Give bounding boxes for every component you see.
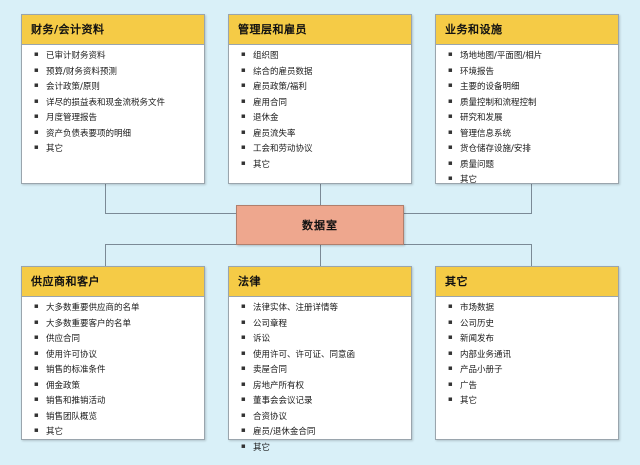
list-item: 详尽的损益表和现金流税务文件 xyxy=(32,98,198,108)
card-body: 已审计财务资料 预算/财务资料预测 会计政策/原则 详尽的损益表和现金流税务文件… xyxy=(22,45,204,167)
list-item: 综合的雇员数据 xyxy=(239,67,405,77)
card-title: 其它 xyxy=(445,275,468,288)
list-item: 组织图 xyxy=(239,51,405,61)
card-header: 其它 xyxy=(436,267,618,297)
list-item: 雇员/退休金合同 xyxy=(239,427,405,437)
card-body: 市场数据 公司历史 新闻发布 内部业务通讯 产品小册子 广告 其它 xyxy=(436,297,618,419)
card-title: 业务和设施 xyxy=(445,23,503,36)
category-card-legal[interactable]: 法律 法律实体、注册详情等 公司章程 诉讼 使用许可、许可证、同意函 卖屋合同 … xyxy=(228,266,412,452)
list-item: 房地产所有权 xyxy=(239,381,405,391)
list-item: 公司章程 xyxy=(239,319,405,329)
list-item: 销售团队概览 xyxy=(32,412,198,422)
item-list: 已审计财务资料 预算/财务资料预测 会计政策/原则 详尽的损益表和现金流税务文件… xyxy=(32,51,198,154)
list-item: 广告 xyxy=(446,381,612,391)
list-item: 场地地图/平面图/相片 xyxy=(446,51,612,61)
list-item: 其它 xyxy=(239,443,405,453)
list-item: 管理信息系统 xyxy=(446,129,612,139)
list-item: 卖屋合同 xyxy=(239,365,405,375)
list-item: 使用许可、许可证、同意函 xyxy=(239,350,405,360)
list-item: 已审计财务资料 xyxy=(32,51,198,61)
connector-bottom-left-horizontal xyxy=(105,244,236,245)
card-body: 场地地图/平面图/相片 环境报告 主要的设备明细 质量控制和流程控制 研究和发展… xyxy=(436,45,618,198)
connector-top-middle-vertical xyxy=(320,184,321,205)
list-item: 诉讼 xyxy=(239,334,405,344)
item-list: 市场数据 公司历史 新闻发布 内部业务通讯 产品小册子 广告 其它 xyxy=(446,303,612,406)
list-item: 预算/财务资料预测 xyxy=(32,67,198,77)
card-title: 法律 xyxy=(238,275,261,288)
list-item: 其它 xyxy=(32,427,198,437)
list-item: 会计政策/原则 xyxy=(32,82,198,92)
list-item: 使用许可协议 xyxy=(32,350,198,360)
list-item: 销售的标准条件 xyxy=(32,365,198,375)
list-item: 大多数重要供应商的名单 xyxy=(32,303,198,313)
card-header: 管理层和雇员 xyxy=(229,15,411,45)
category-card-operations-facilities[interactable]: 业务和设施 场地地图/平面图/相片 环境报告 主要的设备明细 质量控制和流程控制… xyxy=(435,14,619,184)
card-header: 财务/会计资料 xyxy=(22,15,204,45)
list-item: 内部业务通讯 xyxy=(446,350,612,360)
list-item: 主要的设备明细 xyxy=(446,82,612,92)
list-item: 合资协议 xyxy=(239,412,405,422)
card-body: 法律实体、注册详情等 公司章程 诉讼 使用许可、许可证、同意函 卖屋合同 房地产… xyxy=(229,297,411,465)
category-card-management-employees[interactable]: 管理层和雇员 组织图 综合的雇员数据 雇员政策/福利 雇用合同 退休金 雇员流失… xyxy=(228,14,412,184)
list-item: 其它 xyxy=(446,396,612,406)
list-item: 其它 xyxy=(239,160,405,170)
center-node-label: 数据室 xyxy=(302,219,338,232)
list-item: 工会和劳动协议 xyxy=(239,144,405,154)
diagram-canvas: 财务/会计资料 已审计财务资料 预算/财务资料预测 会计政策/原则 详尽的损益表… xyxy=(0,0,640,453)
card-body: 大多数重要供应商的名单 大多数重要客户的名单 供应合同 使用许可协议 销售的标准… xyxy=(22,297,204,450)
list-item: 佣金政策 xyxy=(32,381,198,391)
item-list: 场地地图/平面图/相片 环境报告 主要的设备明细 质量控制和流程控制 研究和发展… xyxy=(446,51,612,185)
list-item: 市场数据 xyxy=(446,303,612,313)
list-item: 雇员流失率 xyxy=(239,129,405,139)
list-item: 董事会会议记录 xyxy=(239,396,405,406)
item-list: 大多数重要供应商的名单 大多数重要客户的名单 供应合同 使用许可协议 销售的标准… xyxy=(32,303,198,437)
list-item: 大多数重要客户的名单 xyxy=(32,319,198,329)
list-item: 退休金 xyxy=(239,113,405,123)
category-card-other[interactable]: 其它 市场数据 公司历史 新闻发布 内部业务通讯 产品小册子 广告 其它 xyxy=(435,266,619,440)
card-title: 供应商和客户 xyxy=(31,275,100,288)
list-item: 其它 xyxy=(446,175,612,185)
list-item: 其它 xyxy=(32,144,198,154)
list-item: 货仓储存设施/安排 xyxy=(446,144,612,154)
item-list: 组织图 综合的雇员数据 雇员政策/福利 雇用合同 退休金 雇员流失率 工会和劳动… xyxy=(239,51,405,170)
list-item: 新闻发布 xyxy=(446,334,612,344)
list-item: 研究和发展 xyxy=(446,113,612,123)
connector-top-right-vertical xyxy=(531,184,532,213)
list-item: 法律实体、注册详情等 xyxy=(239,303,405,313)
card-body: 组织图 综合的雇员数据 雇员政策/福利 雇用合同 退休金 雇员流失率 工会和劳动… xyxy=(229,45,411,182)
connector-bottom-middle-vertical xyxy=(320,240,321,266)
list-item: 产品小册子 xyxy=(446,365,612,375)
connector-bottom-right-horizontal xyxy=(404,244,532,245)
card-header: 供应商和客户 xyxy=(22,267,204,297)
list-item: 雇员政策/福利 xyxy=(239,82,405,92)
connector-top-left-vertical xyxy=(105,184,106,213)
category-card-suppliers-customers[interactable]: 供应商和客户 大多数重要供应商的名单 大多数重要客户的名单 供应合同 使用许可协… xyxy=(21,266,205,440)
card-title: 管理层和雇员 xyxy=(238,23,307,36)
list-item: 销售和推销活动 xyxy=(32,396,198,406)
category-card-finance[interactable]: 财务/会计资料 已审计财务资料 预算/财务资料预测 会计政策/原则 详尽的损益表… xyxy=(21,14,205,184)
center-node-data-room[interactable]: 数据室 xyxy=(236,205,404,245)
item-list: 法律实体、注册详情等 公司章程 诉讼 使用许可、许可证、同意函 卖屋合同 房地产… xyxy=(239,303,405,453)
card-title: 财务/会计资料 xyxy=(31,23,105,36)
connector-top-right-horizontal xyxy=(404,213,532,214)
list-item: 质量控制和流程控制 xyxy=(446,98,612,108)
list-item: 雇用合同 xyxy=(239,98,405,108)
list-item: 环境报告 xyxy=(446,67,612,77)
card-header: 法律 xyxy=(229,267,411,297)
card-header: 业务和设施 xyxy=(436,15,618,45)
connector-top-left-horizontal xyxy=(105,213,236,214)
list-item: 资产负债表要项的明细 xyxy=(32,129,198,139)
connector-bottom-left-vertical xyxy=(105,244,106,266)
list-item: 供应合同 xyxy=(32,334,198,344)
list-item: 质量问题 xyxy=(446,160,612,170)
list-item: 公司历史 xyxy=(446,319,612,329)
connector-bottom-right-vertical xyxy=(531,244,532,266)
list-item: 月度管理报告 xyxy=(32,113,198,123)
